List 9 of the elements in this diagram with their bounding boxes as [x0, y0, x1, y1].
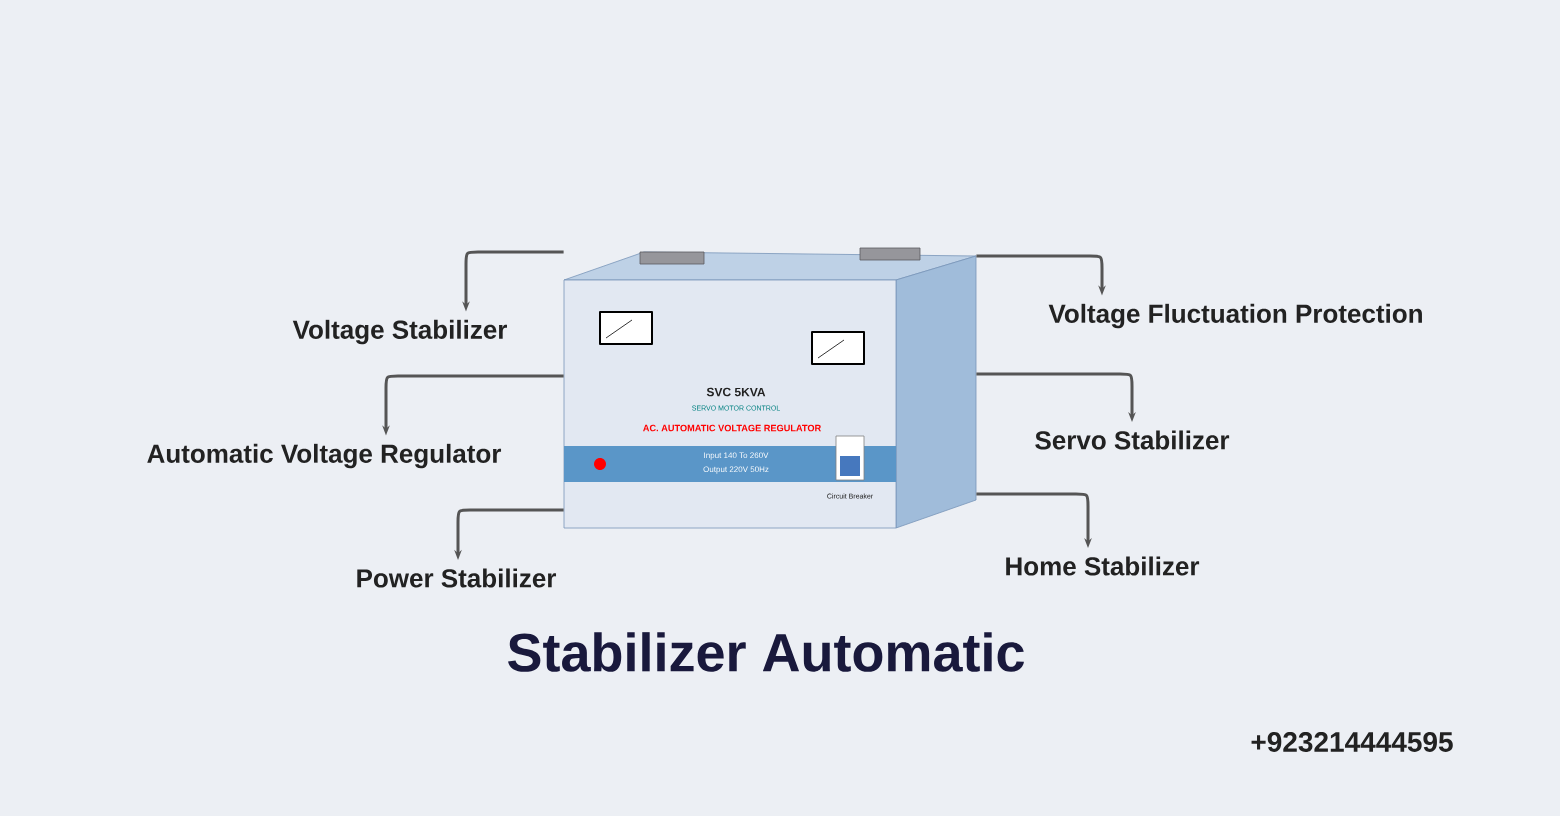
- feature-label: Servo Stabilizer: [1035, 430, 1230, 450]
- feature-label: Power Stabilizer: [357, 568, 556, 588]
- feature-label: Voltage Stabilizer: [292, 319, 507, 345]
- feature-label: Automatic Voltage Regulator: [147, 443, 502, 469]
- feature-label: Home Stabilizer: [1006, 556, 1200, 576]
- voltage-regulator-drawing: [563, 247, 977, 529]
- feature-label: Voltage Fluctuation Protection: [1048, 303, 1422, 329]
- title: Stabilizer Automatic: [508, 632, 1024, 672]
- phone-number: +923214444595: [1251, 732, 1453, 752]
